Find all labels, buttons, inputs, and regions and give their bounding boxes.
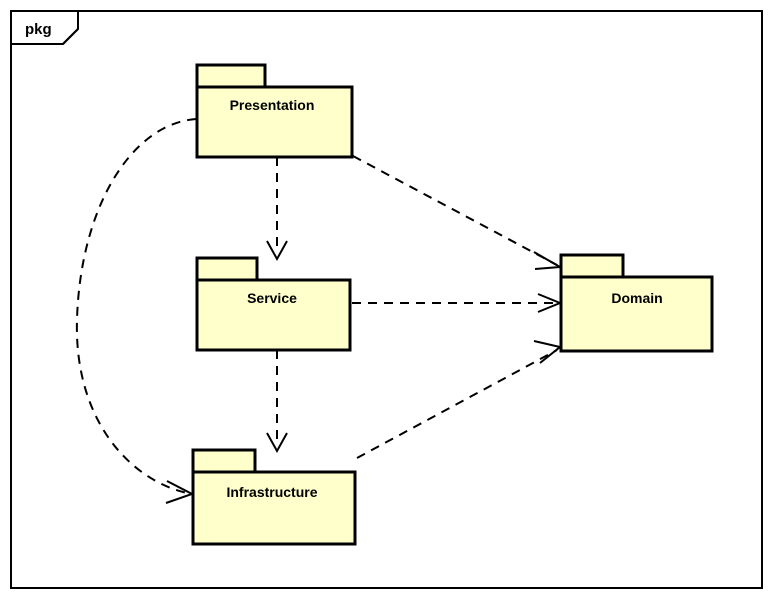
dependency-presentation-to-infrastructure bbox=[75, 118, 197, 504]
package-body bbox=[195, 278, 352, 352]
package-body bbox=[195, 85, 354, 159]
frame-label: pkg bbox=[25, 21, 52, 38]
dependency-service-to-domain bbox=[352, 293, 563, 313]
arrowhead-open-icon bbox=[266, 240, 288, 262]
frame-tab-path bbox=[10, 10, 79, 45]
dependency-line bbox=[75, 118, 197, 494]
package-frame: pkg bbox=[10, 10, 763, 589]
arrowhead-open-icon bbox=[533, 251, 564, 270]
package-label: Presentation bbox=[230, 97, 315, 113]
package-domain[interactable]: Domain bbox=[559, 253, 714, 353]
arrowhead-open-icon bbox=[266, 432, 288, 454]
package-tab bbox=[195, 63, 267, 90]
package-label: Domain bbox=[611, 290, 662, 306]
arrowhead-open-icon bbox=[533, 340, 563, 364]
package-body bbox=[559, 275, 714, 353]
package-infrastructure[interactable]: Infrastructure bbox=[191, 448, 357, 546]
package-presentation[interactable]: Presentation bbox=[195, 63, 354, 159]
package-service[interactable]: Service bbox=[195, 256, 352, 352]
dependency-line bbox=[352, 155, 558, 266]
package-tab bbox=[191, 448, 257, 475]
package-label: Infrastructure bbox=[226, 484, 317, 500]
package-body bbox=[191, 470, 357, 546]
package-tab bbox=[559, 253, 625, 280]
package-tab bbox=[195, 256, 259, 283]
package-label: Service bbox=[247, 290, 297, 306]
dependency-line bbox=[356, 349, 558, 459]
dependency-presentation-to-domain bbox=[352, 155, 564, 270]
arrowhead-open-icon bbox=[165, 480, 195, 504]
dependency-infrastructure-to-domain bbox=[356, 340, 563, 459]
dependency-presentation-to-service bbox=[266, 157, 288, 262]
dependency-service-to-infrastructure bbox=[266, 350, 288, 454]
